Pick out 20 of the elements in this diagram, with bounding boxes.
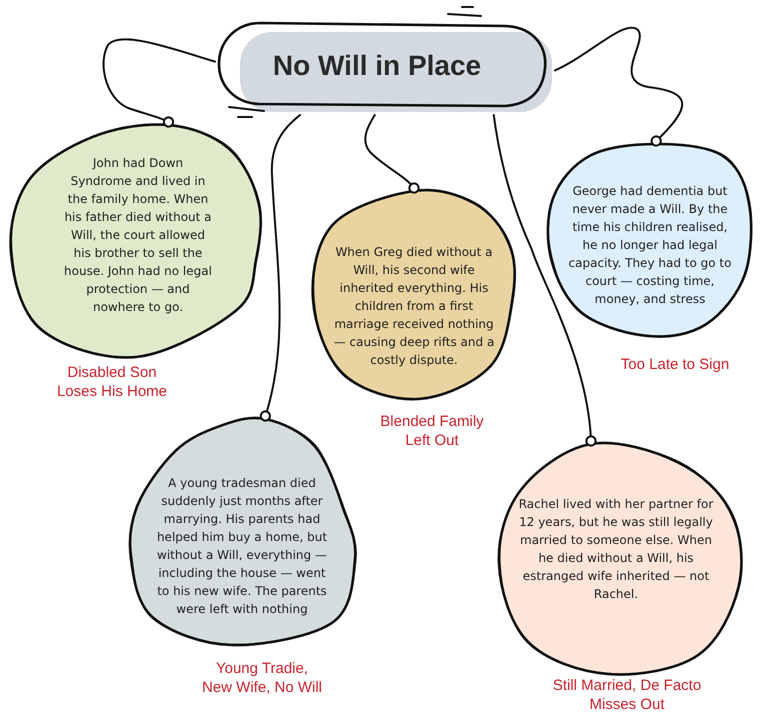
title-text: No Will in Place (272, 49, 482, 83)
story-text: When Greg died without a Will, his second wife inherited everything. His children from a first marriage received nothing — causing deep rifts and a costly dispute. (332, 244, 496, 369)
connector-line (554, 26, 684, 147)
connector-line (102, 38, 216, 128)
story-bubble (8, 122, 264, 360)
story-caption: Blended Family Left Out (379, 412, 485, 450)
story-text: A young tradesman died suddenly just months after marrying. His parents had helped him buy a home, but without a Will, everything — including the house — went to his new wife. The parents were left with nothing (156, 475, 328, 618)
story-bubble (128, 416, 358, 648)
story-caption: Too Late to Sign (620, 355, 730, 374)
story-text: Rachel lived with her partner for 12 years, but he was still legally married to someone else. When he died without a Will, his estranged wife inherited — not Rachel. (518, 496, 714, 603)
story-caption: Young Tradie, New Wife, No Will (200, 659, 323, 697)
connector-line (492, 114, 597, 447)
story-caption: Still Married, De Facto Misses Out (552, 676, 702, 714)
story-text: John had Down Syndrome and lived in the family home. When his father died without a Will, the court allowed his brother to sell the house. John had no legal protection — and nowhere to go. (63, 155, 213, 316)
story-text: George had dementia but never made a Will. By the time his children realised, he no longer had legal capacity. They had to go to court — costing time, money, and stress (568, 183, 732, 308)
story-bubble (496, 441, 744, 677)
connector-line (260, 114, 301, 422)
connector-line (364, 114, 420, 194)
story-bubble (310, 188, 518, 402)
story-caption: Disabled Son Loses His Home (56, 363, 168, 401)
